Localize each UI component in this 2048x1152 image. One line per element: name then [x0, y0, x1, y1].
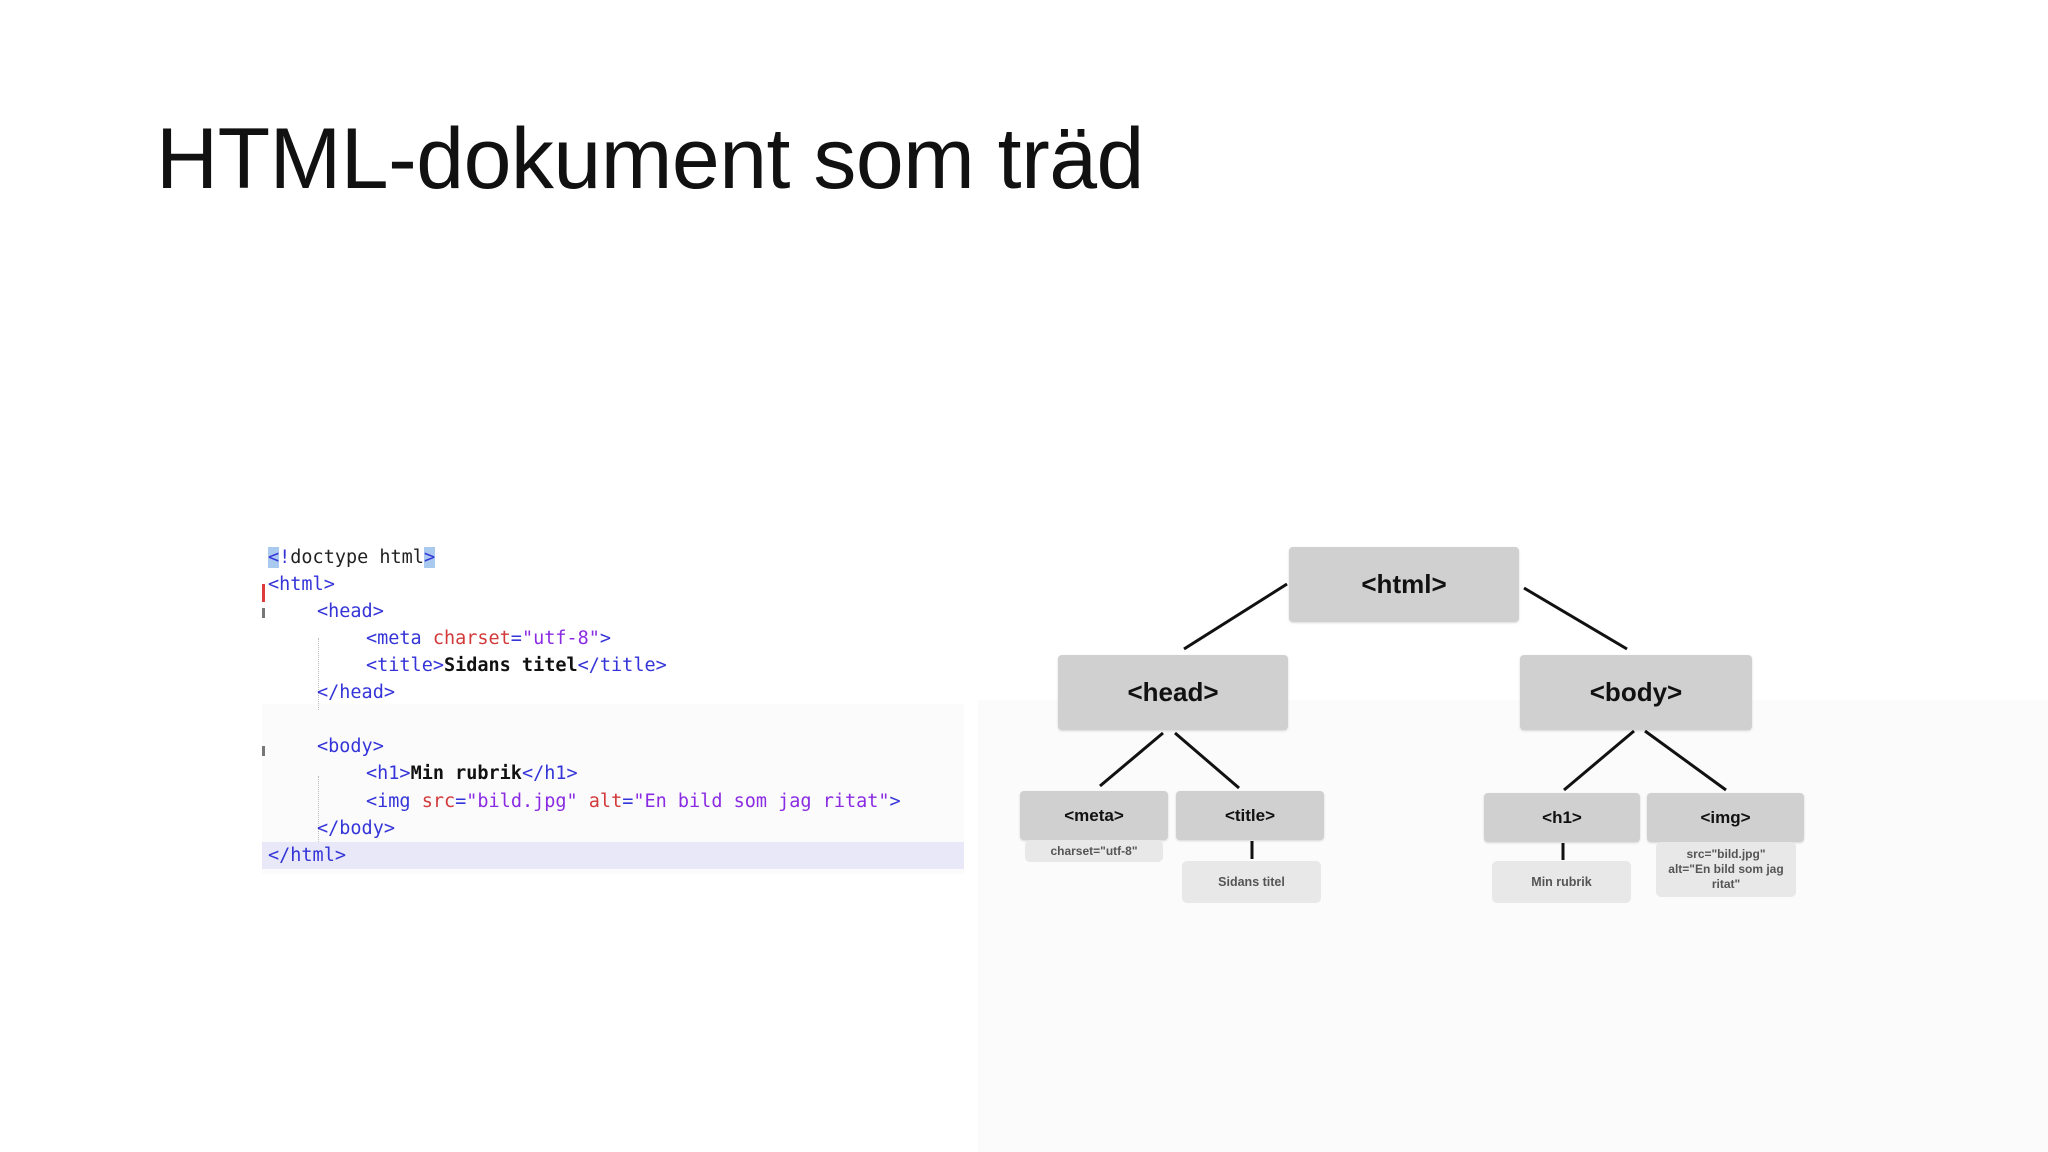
code-line-html-close[interactable]: </html> — [262, 842, 964, 869]
tree-leaf-h1-text: Min rubrik — [1492, 861, 1631, 903]
gutter-marker — [262, 746, 265, 756]
edge-body-h1 — [1563, 729, 1635, 792]
code-editor-panel: <!doctype html> <html> <head> <meta char… — [262, 544, 964, 874]
edge-head-title — [1174, 731, 1240, 790]
code-line-meta[interactable]: <meta charset="utf-8"> — [366, 628, 612, 649]
code-line-head-open[interactable]: <head> — [317, 601, 384, 622]
code-line-body-close[interactable]: </body> — [317, 818, 395, 839]
code-line-body-open[interactable]: <body> — [317, 736, 384, 757]
code-line-head-close[interactable]: </head> — [317, 682, 395, 703]
tree-leaf-img-attrs: src="bild.jpg" alt="En bild som jag rita… — [1656, 842, 1796, 897]
gutter-marker — [262, 608, 265, 618]
indent-guide — [318, 776, 319, 858]
tree-leaf-title-text: Sidans titel — [1182, 861, 1321, 903]
tree-leaf-img-src: src="bild.jpg" — [1686, 847, 1766, 861]
edge-body-img — [1644, 729, 1727, 792]
tree-node-title: <title> — [1176, 791, 1324, 840]
tree-background — [978, 700, 2048, 1152]
code-line-title[interactable]: <title>Sidans titel</title> — [366, 655, 667, 676]
tree-node-img: <img> — [1647, 793, 1804, 842]
code-line-doctype[interactable]: <!doctype html> — [268, 547, 436, 568]
tree-node-body: <body> — [1520, 655, 1752, 730]
code-line-img[interactable]: <img src="bild.jpg" alt="En bild som jag… — [366, 791, 901, 812]
tree-leaf-meta-charset: charset="utf-8" — [1025, 840, 1163, 862]
edge-head-meta — [1099, 731, 1164, 788]
tree-node-head: <head> — [1058, 655, 1288, 730]
tree-node-h1: <h1> — [1484, 793, 1640, 842]
edge-html-head — [1183, 582, 1288, 651]
code-line-html-open[interactable]: <html> — [268, 574, 335, 595]
tree-node-html: <html> — [1289, 547, 1519, 622]
edge-html-body — [1523, 586, 1628, 651]
slide-title: HTML-dokument som träd — [156, 111, 1144, 207]
code-line-h1[interactable]: <h1>Min rubrik</h1> — [366, 763, 578, 784]
gutter-marker — [262, 584, 265, 602]
indent-guide — [318, 638, 319, 710]
tree-leaf-img-alt: alt="En bild som jag ritat" — [1668, 862, 1784, 891]
tree-node-meta: <meta> — [1020, 791, 1168, 840]
